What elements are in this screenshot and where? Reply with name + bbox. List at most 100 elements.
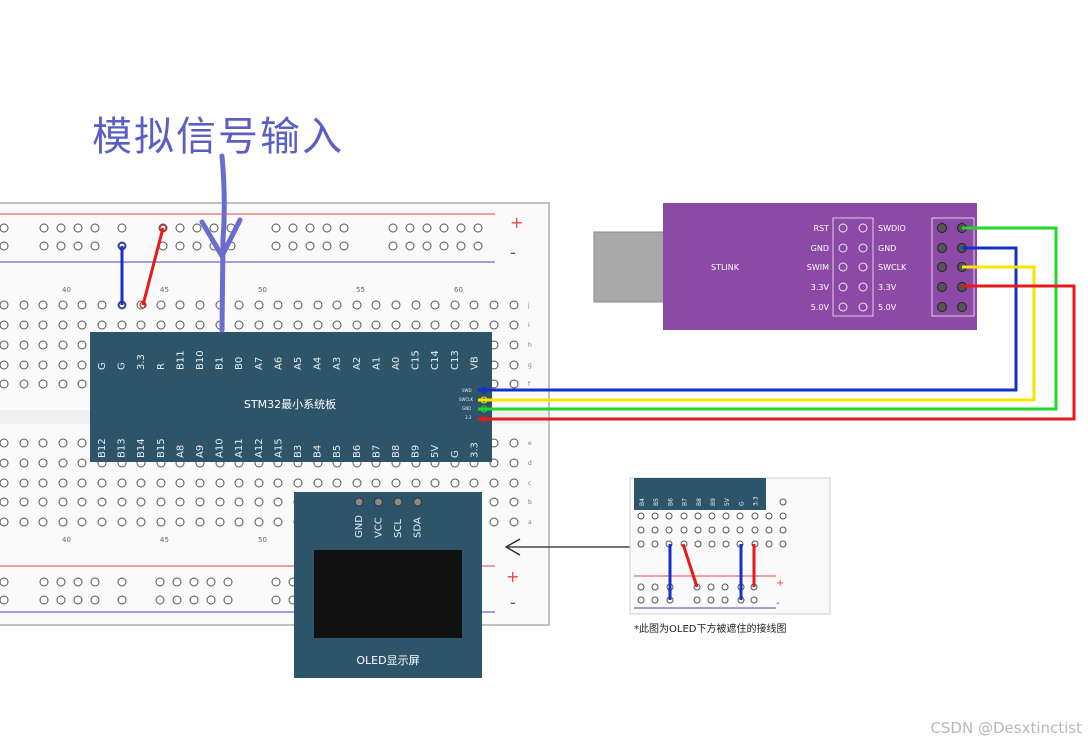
stm32-side-pin: SWCLK — [459, 397, 474, 402]
inset-pin: G — [738, 501, 745, 506]
inset-hole — [637, 596, 645, 604]
breadboard-hole — [195, 300, 205, 310]
stlink-header-pin — [957, 302, 967, 312]
oled-pin: SCL — [393, 519, 404, 538]
oled-pin-hole — [413, 497, 422, 507]
stm32-bottom-pin: A15 — [273, 438, 284, 458]
breadboard-hole — [73, 241, 83, 251]
breadboard-hole — [117, 320, 127, 330]
breadboard-hole — [117, 595, 127, 605]
breadboard-hole — [223, 595, 233, 605]
row-letter: h — [528, 342, 532, 349]
row-letter: b — [528, 499, 532, 506]
breadboard-hole — [38, 478, 48, 488]
breadboard-hole — [489, 478, 499, 488]
breadboard-hole — [77, 517, 87, 527]
inset-hole — [708, 512, 716, 520]
inset-pin: 3.3 — [753, 496, 760, 506]
stm32-top-pin: C15 — [411, 350, 422, 370]
stlink-header-pin — [937, 302, 947, 312]
col-number: 55 — [356, 286, 365, 294]
row-letter: e — [528, 440, 532, 447]
breadboard-hole — [352, 300, 362, 310]
bottom-plus-label: + — [506, 567, 519, 586]
bottom-minus-label: - — [510, 593, 516, 612]
row-letter: j — [527, 302, 530, 309]
breadboard-hole — [371, 478, 381, 488]
inset-hole — [721, 583, 729, 591]
breadboard-hole — [156, 497, 166, 507]
breadboard-hole — [90, 241, 100, 251]
breadboard-hole — [0, 300, 9, 310]
stlink-left-label: 5.0V — [811, 303, 830, 312]
stlink-label: STLINK — [711, 263, 740, 272]
inset-hole — [708, 526, 716, 534]
breadboard-hole — [271, 241, 281, 251]
inset-hole — [637, 512, 645, 520]
breadboard-hole — [456, 223, 466, 233]
breadboard-hole — [0, 577, 9, 587]
breadboard-hole — [411, 478, 421, 488]
row-letter: d — [528, 460, 532, 467]
breadboard-hole — [58, 340, 68, 350]
stm32-bottom-pin: B9 — [411, 445, 422, 458]
breadboard-hole — [313, 478, 323, 488]
breadboard-hole — [352, 478, 362, 488]
breadboard-hole — [509, 497, 519, 507]
breadboard-hole — [450, 320, 460, 330]
inset-hole — [765, 526, 773, 534]
breadboard-hole — [58, 458, 68, 468]
inset-pin: B8 — [696, 498, 703, 506]
breadboard-hole — [430, 300, 440, 310]
stlink-board — [663, 203, 977, 330]
breadboard-hole — [58, 300, 68, 310]
breadboard-hole — [19, 340, 29, 350]
breadboard-hole — [192, 241, 202, 251]
stm32-bottom-pin: A10 — [215, 438, 226, 458]
stlink-pin — [858, 282, 868, 292]
breadboard-hole — [411, 300, 421, 310]
stm32-bottom-pin: A11 — [234, 438, 245, 458]
breadboard-hole — [509, 458, 519, 468]
inset-hole — [651, 526, 659, 534]
stm32-bottom-pin: B12 — [97, 438, 108, 458]
stlink-pin — [838, 223, 848, 233]
breadboard-hole — [117, 577, 127, 587]
stlink-left-label: SWIM — [807, 263, 829, 272]
inset-hole — [693, 596, 701, 604]
breadboard-hole — [288, 241, 298, 251]
inset-hole — [736, 526, 744, 534]
inset-pin: B6 — [667, 498, 674, 506]
col-number: 45 — [160, 286, 169, 294]
breadboard-hole — [339, 241, 349, 251]
inset-caption: *此图为OLED下方被遮住的接线图 — [634, 624, 787, 635]
breadboard-hole — [271, 577, 281, 587]
breadboard-hole — [206, 595, 216, 605]
stlink-header-pin — [937, 243, 947, 253]
breadboard-hole — [155, 595, 165, 605]
breadboard-hole — [411, 320, 421, 330]
breadboard-hole — [509, 438, 519, 448]
breadboard-hole — [391, 478, 401, 488]
breadboard-hole — [175, 517, 185, 527]
breadboard-hole — [97, 478, 107, 488]
breadboard-hole — [352, 320, 362, 330]
stlink-pin — [838, 262, 848, 272]
breadboard-hole — [332, 300, 342, 310]
breadboard-hole — [77, 379, 87, 389]
breadboard-hole — [19, 517, 29, 527]
breadboard-hole — [195, 497, 205, 507]
breadboard-hole — [39, 241, 49, 251]
top-plus-label: + — [510, 213, 523, 232]
breadboard-hole — [77, 478, 87, 488]
annotation-arrow — [219, 153, 227, 333]
breadboard-hole — [77, 458, 87, 468]
red-jumper-wire — [141, 227, 165, 306]
stm32-top-pin: C14 — [430, 350, 441, 370]
breadboard-hole — [172, 595, 182, 605]
breadboard-hole — [77, 497, 87, 507]
inset-header — [634, 478, 766, 510]
breadboard-hole — [90, 577, 100, 587]
inset-hole — [637, 540, 645, 548]
breadboard-hole — [189, 577, 199, 587]
